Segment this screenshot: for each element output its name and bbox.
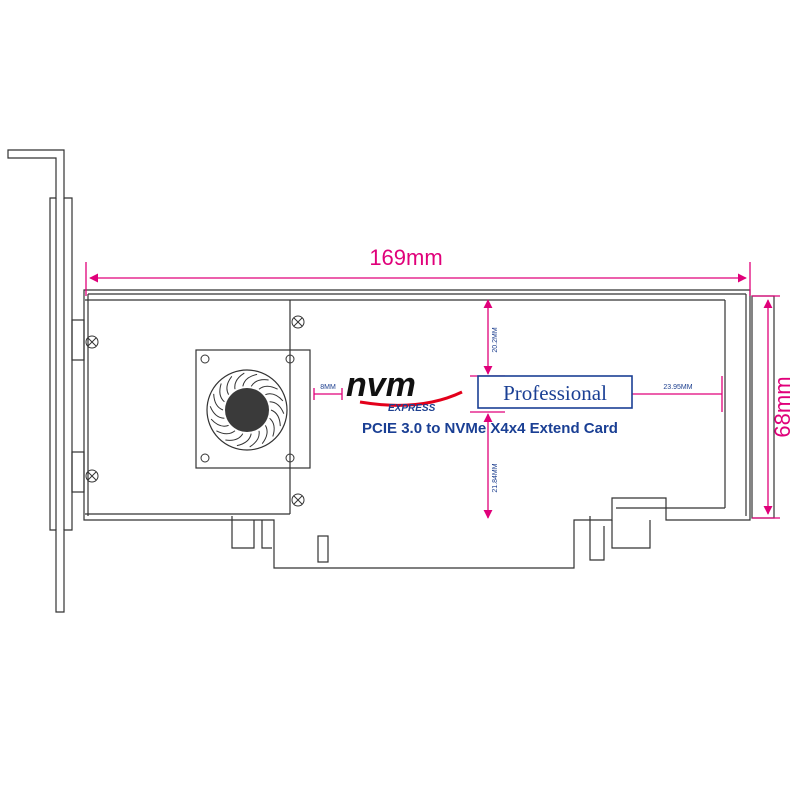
fan-blade <box>216 430 236 435</box>
screw-icon <box>85 315 305 507</box>
fan-blade <box>269 401 285 414</box>
fan-blade <box>261 425 268 445</box>
professional-badge <box>477 375 633 409</box>
fan-blade <box>258 385 278 390</box>
fan-blade <box>250 379 269 387</box>
mounting-bracket <box>7 149 85 613</box>
fan-blade <box>209 406 225 419</box>
bottom-gap-label: 21.84MM <box>492 463 499 492</box>
fan-blade <box>270 409 281 427</box>
svg-text:EXPRESS: EXPRESS <box>388 403 436 414</box>
fan-blade <box>213 393 224 411</box>
right-gap-label: 23.95MM <box>663 384 692 391</box>
svg-text:nvm: nvm <box>346 366 416 404</box>
fan-blade <box>265 393 284 402</box>
fan-module <box>195 349 311 469</box>
top-gap-label: 20.2MM <box>492 327 499 352</box>
height-dimension-label: 68mm <box>770 376 795 437</box>
fan-icon <box>206 369 288 451</box>
pcb-outline <box>83 289 775 569</box>
fan-blade <box>236 433 252 447</box>
fan-blade <box>225 433 244 441</box>
product-title: PCIE 3.0 to NVMe X4x4 Extend Card <box>362 420 618 437</box>
fan-blade <box>219 383 225 403</box>
fan-blade <box>210 418 229 427</box>
nvm-express-logo: nvm EXPRESS <box>346 366 463 414</box>
fan-blade <box>226 375 233 395</box>
fan-blade <box>269 417 275 437</box>
length-dimension-label: 169mm <box>369 245 442 270</box>
professional-label: Professional <box>503 381 607 405</box>
fan-blade <box>234 372 245 390</box>
fan-blade <box>249 430 260 448</box>
fan-blade <box>242 373 258 387</box>
fan-gap-label: 8MM <box>320 384 336 391</box>
